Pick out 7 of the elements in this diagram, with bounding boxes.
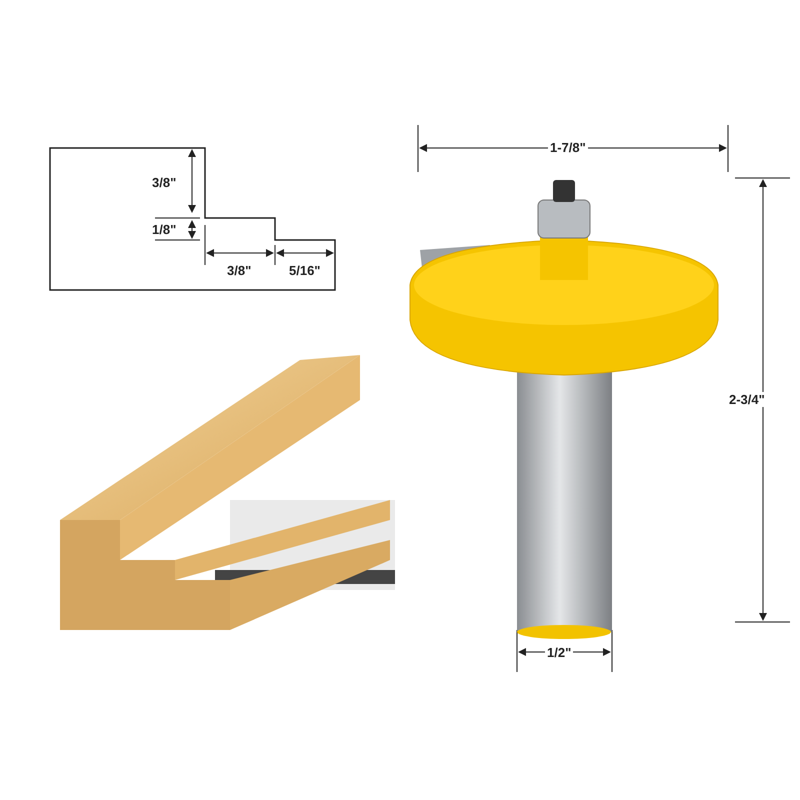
dimension-label: 1/8" <box>150 222 178 237</box>
dimension-label: 3/8" <box>150 175 178 190</box>
dimension-label: 3/8" <box>225 263 254 278</box>
dimension-label: 5/16" <box>287 263 322 278</box>
dimension-label: 1/2" <box>545 645 574 660</box>
dimension-label: 2-3/4" <box>727 392 767 407</box>
dimension-label: 1-7/8" <box>548 140 588 155</box>
